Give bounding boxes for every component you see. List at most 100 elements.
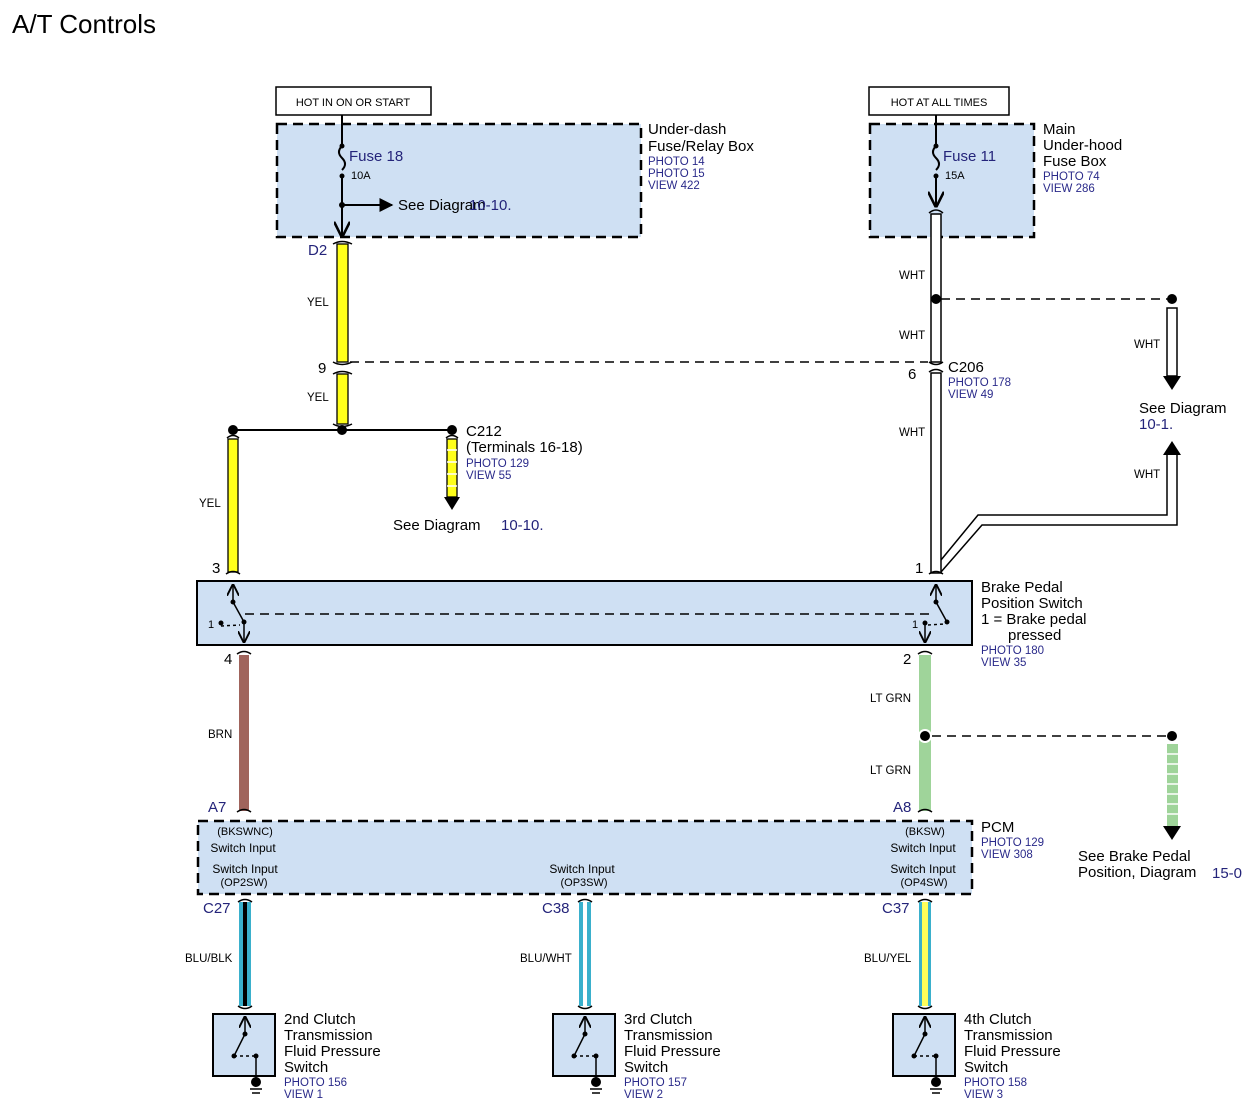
see-diagram-10-10-link[interactable]: 10-10. [501,517,544,534]
see-diagram-10-1-link[interactable]: 10-1. [1139,416,1173,433]
svg-text:1: 1 [208,619,214,631]
photo-ref-link[interactable]: PHOTO 180 [981,645,1044,657]
view-ref-link[interactable]: VIEW 2 [624,1089,663,1101]
fuse-18-rating: 10A [351,170,371,182]
view-ref-link[interactable]: VIEW 308 [981,849,1033,861]
svg-text:Fuse/Relay Box: Fuse/Relay Box [648,138,754,155]
fuse-11-label: Fuse 11 [943,148,996,165]
wire-blu-wht: C38 BLU/WHT [520,898,593,1010]
photo-ref-link[interactable]: PHOTO 129 [981,837,1044,849]
wire-wht-main: WHT WHT WHT 6 C206 PHOTO 178 VIEW 49 1 [899,209,1011,577]
pcm-label: PCM [981,819,1014,836]
pin-3: 3 [212,560,220,577]
pin-4: 4 [224,651,232,668]
svg-text:Switch Input: Switch Input [212,862,278,876]
arrow-up-icon [1163,441,1181,455]
svg-text:HOT AT ALL TIMES: HOT AT ALL TIMES [891,97,988,109]
arrow-down-icon [444,497,460,510]
wire-label-lt-grn: LT GRN [870,693,911,705]
svg-text:(BKSW): (BKSW) [905,826,945,838]
svg-text:See Diagram: See Diagram [1139,400,1227,417]
yel-splice [228,425,457,435]
svg-text:1: 1 [912,619,918,631]
wht-branch-10-1: WHT See Diagram 10-1. WHT [940,294,1227,573]
wire-label-lt-grn: LT GRN [870,765,911,777]
c212-branch: C212 (Terminals 16-18) PHOTO 129 VIEW 55… [393,423,583,534]
view-ref-link[interactable]: VIEW 55 [466,470,511,482]
view-ref-link[interactable]: VIEW 3 [964,1089,1003,1101]
photo-ref-link[interactable]: PHOTO 15 [648,168,705,180]
wire-label-yel: YEL [307,392,329,404]
pcm-module: (BKSWNC) Switch Input Switch Input (OP2S… [196,819,1044,896]
svg-text:pressed: pressed [1008,627,1061,644]
svg-text:Switch Input: Switch Input [549,862,615,876]
view-ref-link[interactable]: VIEW 286 [1043,183,1095,195]
svg-text:Under-hood: Under-hood [1043,137,1122,154]
svg-text:(BKSWNC): (BKSWNC) [217,826,273,838]
photo-ref-link[interactable]: PHOTO 157 [624,1077,687,1089]
svg-text:Transmission: Transmission [284,1027,373,1044]
svg-text:3rd Clutch: 3rd Clutch [624,1011,692,1028]
lt-grn-branch: See Brake Pedal Position, Diagram 15-0 [932,731,1242,882]
connector-d2: D2 [308,242,327,259]
photo-ref-link[interactable]: PHOTO 178 [948,377,1011,389]
pin-6: 6 [908,366,916,383]
connector-c206: C206 [948,359,984,376]
wire-label-wht: WHT [1134,339,1160,351]
fuse-icon [338,145,346,171]
pin-9: 9 [318,360,326,377]
connector-c212: C212 [466,423,502,440]
wire-label-brn: BRN [208,729,232,741]
svg-text:1 = Brake pedal: 1 = Brake pedal [981,611,1087,628]
arrow-down-icon [1163,826,1181,840]
svg-text:Transmission: Transmission [624,1027,713,1044]
photo-ref-link[interactable]: PHOTO 74 [1043,171,1100,183]
view-ref-link[interactable]: VIEW 49 [948,389,993,401]
fuse-11-rating: 15A [945,170,965,182]
svg-text:Fuse Box: Fuse Box [1043,153,1107,170]
photo-ref-link[interactable]: PHOTO 156 [284,1077,347,1089]
pressure-switch-3rd: 3rd Clutch Transmission Fluid Pressure S… [552,1011,721,1101]
ground-icon [251,1077,261,1087]
svg-text:Switch Input: Switch Input [890,862,956,876]
see-diagram-10-10-link[interactable]: 10-10. [469,197,512,214]
svg-text:2nd Clutch: 2nd Clutch [284,1011,356,1028]
photo-ref-link[interactable]: PHOTO 14 [648,156,705,168]
wire-yel-pin3: YEL 3 [199,434,241,577]
pressure-switch-4th: 4th Clutch Transmission Fluid Pressure S… [892,1011,1061,1101]
wire-label-wht: WHT [899,270,925,282]
pressure-switch-2nd: 2nd Clutch Transmission Fluid Pressure S… [212,1011,381,1101]
fuse-18-label: Fuse 18 [349,148,403,165]
svg-text:Brake Pedal: Brake Pedal [981,579,1063,596]
brake-pedal-position-switch: 1 1 Brake Pedal Position Switch 1 = Brak… [196,579,1087,669]
wire-lt-grn: 2 LT GRN LT GRN A8 [870,650,933,816]
svg-text:(OP4SW): (OP4SW) [900,877,947,889]
svg-text:(Terminals 16-18): (Terminals 16-18) [466,439,583,456]
svg-text:4th Clutch: 4th Clutch [964,1011,1032,1028]
under-dash-fuse-box: Fuse 18 10A See Diagram 10-10. Under-das… [275,115,754,239]
wire-label-blu-wht: BLU/WHT [520,953,572,965]
svg-text:Switch: Switch [624,1059,668,1076]
wire-label-wht: WHT [899,427,925,439]
view-ref-link[interactable]: VIEW 422 [648,180,700,192]
view-ref-link[interactable]: VIEW 1 [284,1089,323,1101]
wire-blu-blk: C27 BLU/BLK [185,898,253,1010]
photo-ref-link[interactable]: PHOTO 129 [466,458,529,470]
wire-label-yel: YEL [199,498,221,510]
ground-icon [591,1077,601,1087]
wire-label-yel: YEL [307,297,329,309]
svg-text:Switch: Switch [284,1059,328,1076]
view-ref-link[interactable]: VIEW 35 [981,657,1026,669]
pin-1: 1 [915,560,923,577]
ground-icon [931,1077,941,1087]
svg-text:See Brake Pedal: See Brake Pedal [1078,848,1191,865]
wire-label-blu-yel: BLU/YEL [864,953,912,965]
svg-text:Switch Input: Switch Input [210,841,276,855]
photo-ref-link[interactable]: PHOTO 158 [964,1077,1027,1089]
connector-a7: A7 [208,799,226,816]
svg-text:Fluid Pressure: Fluid Pressure [284,1043,381,1060]
see-diagram-15-0-link[interactable]: 15-0 [1212,865,1242,882]
see-diagram-link-text: See Diagram [398,197,486,214]
power-source-on-start: HOT IN ON OR START [275,86,432,116]
svg-text:Main: Main [1043,121,1076,138]
